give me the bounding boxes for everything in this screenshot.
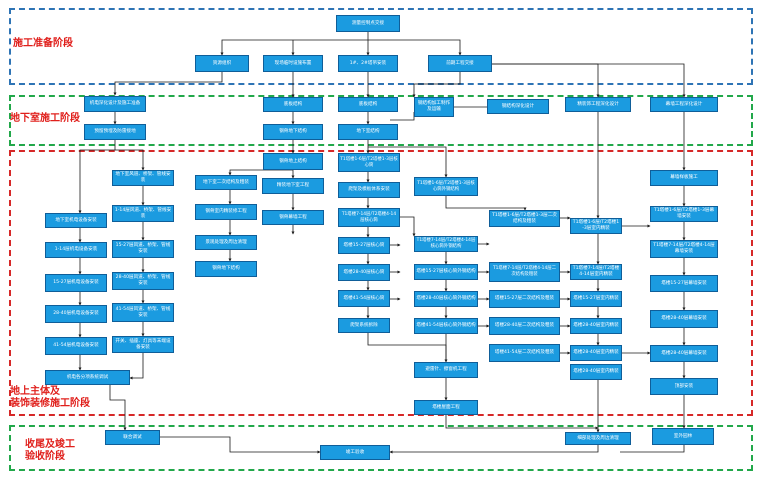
phase-frame-preparation [9,8,753,85]
node-detail-cleanup: 细部处理及周边清理 [565,432,631,445]
node-basement-structure: 地下室结构 [338,124,398,140]
node-basement-secondary: 地下室二次结构及粗装 [195,175,257,190]
node-steel-15-27: 塔楼15-27层核心筒外钢结构 [414,264,478,280]
node-curtain-7-14: T1塔楼7-14层/T2塔楼4-14层幕墙安装 [650,240,718,258]
node-equipment-1-14: 1-14层机电设备安装 [45,242,107,258]
node-basement-finish: 精装地下室工程 [262,178,324,194]
node-basement-equipment: 地下室机电设备安装 [45,213,107,228]
node-duct-28-40: 28-40层风道、桥架、管线安装 [112,272,174,290]
node-equipment-15-27: 15-27层机电设备安装 [45,274,107,292]
phase-label-closeout: 收尾及竣工 验收阶段 [25,439,75,463]
node-secondary-28-40: 塔楼28-40层二次结构及粗装 [489,317,560,335]
node-decor-41-54-b: 塔楼28-40层室内精装 [570,364,622,380]
node-duct-15-27: 15-27层风道、桥架、管线安装 [112,240,174,258]
node-climb-removal: 爬架系统拆除 [338,318,390,333]
node-decor-28-40: 塔楼28-40层室内精装 [570,318,622,334]
node-composite-decor: 钢骨室内精装修工程 [195,204,257,220]
node-curtain-15-27: 塔楼15-27层幕墙安装 [650,275,718,292]
node-composite-above-structure: 钢骨地上结构 [263,153,323,170]
node-joint-debug: 联合调试 [105,430,160,445]
node-survey-handover: 测量控制点交接 [336,15,400,32]
phase-label-preparation: 施工准备阶段 [13,38,73,49]
node-equipment-41-54: 41-54层机电设备安装 [45,337,107,355]
node-composite-basement-structure: 钢骨地下结构 [263,124,323,140]
node-equipment-28-40: 28-40层机电设备安装 [45,305,107,323]
node-core-28-40: 塔楼28-40层核心筒 [338,264,390,281]
node-mep-design: 机电深化设计及施工准备 [84,96,146,112]
node-secondary-7-14: T1塔楼7-14层/T2塔楼4-14层二次结构及粗装 [489,262,560,282]
node-duct-41-54: 41-54层风道、桥架、管线安装 [112,303,174,322]
node-landscape-cleanup: 景观处理及周边清理 [195,235,257,250]
node-steel-fabrication: 钢结构加工制作及运输 [414,97,454,117]
node-terminal-devices: 开关、插座、灯具等末端设备安装 [112,336,174,353]
phase-frame-basement [9,95,753,146]
phase-label-closeout-line1: 收尾及竣工 [25,439,75,450]
node-tower-roof: 塔楼屋面工程 [414,400,478,415]
node-decor-1-6: T1塔楼1-6层/T2塔楼1-3层室内精装 [570,218,622,234]
node-outdoor-garden: 室外园林 [652,428,714,445]
phase-label-basement: 地下室施工阶段 [10,113,80,124]
node-core-41-54: 塔楼41-54层核心筒 [338,290,390,307]
node-decoration-design: 精装饰工程深化设计 [565,97,631,112]
node-curtain-design: 幕墙工程深化设计 [650,97,718,112]
node-completion-acceptance: 竣工验收 [320,445,390,460]
node-top-installation: 顶部安装 [650,378,718,395]
node-basement-extra: 钢骨地下结构 [195,261,257,277]
node-embed-grounding: 预留预埋及防雷接地 [84,124,146,140]
node-composite-curtain: 钢骨幕墙工程 [262,210,324,225]
phase-label-superstructure-line2: 装饰装修施工阶段 [10,398,90,409]
node-mep-system-debug: 机电各分项系统调试 [45,370,130,385]
node-resource-org: 资源组织 [195,55,249,72]
phase-label-superstructure-line1: 地上主体及 [10,386,60,397]
node-secondary-1-6: T1塔楼1-6层/T2塔楼1-3层二次结构及粗装 [489,210,560,227]
node-steel-41-54: 塔楼41-54层核心筒外钢结构 [414,318,478,334]
node-decor-41-54: 塔楼28-40层室内精装 [570,345,622,361]
node-tower-crane: 1#、2#塔吊安装 [338,55,398,72]
node-curtain-1-6: T1塔楼1-6层/T2塔楼1-3层幕墙安装 [650,206,718,222]
node-decor-15-27: 塔楼15-27层室内精装 [570,291,622,307]
node-t1-core-1-6: T1塔楼1-6层/T2塔楼1-3层核心筒 [338,153,400,172]
node-site-facilities: 现场临时设施布置 [263,55,323,72]
phase-label-closeout-line2: 验收阶段 [25,451,65,462]
phase-frame-closeout [9,425,753,471]
node-secondary-15-27: 塔楼15-27层二次结构及粗装 [489,290,560,308]
phase-label-superstructure: 地上主体及 装饰装修施工阶段 [10,386,90,410]
node-curtain-28-40: 塔楼28-40层幕墙安装 [650,310,718,328]
node-core-15-27: 塔楼15-27层核心筒 [338,237,390,254]
node-steel-28-40: 塔楼28-40层核心筒外钢结构 [414,291,478,307]
node-steel-7-14: T1塔楼7-14层/T2塔楼4-14层核心筒外钢结构 [414,236,478,252]
node-decor-7-14: T1塔楼7-14层/T2塔楼4-14层室内精装 [570,264,622,280]
node-curtain-41-54: 塔楼28-40层幕墙安装 [650,345,718,362]
node-duct-1-14: 1-14层风道、桥架、管线安装 [112,205,174,222]
node-curtain-sample: 幕墙样板施工 [650,170,718,186]
node-lightning-window: 避雷针、擦窗机工程 [414,362,478,378]
node-steel-design: 钢结构深化设计 [487,99,549,114]
node-basement-duct: 地下室风道、桥架、管线安装 [112,170,174,186]
node-early-handover: 前期工程交接 [428,55,492,72]
node-base-slab-2: 底板结构 [338,97,398,112]
node-climb-formwork: 爬架及模板体系安装 [338,182,400,198]
node-core-7-14: T1塔楼7-14层/T2塔楼4-14层核心筒 [338,208,400,227]
node-t1-steel-1-6: T1塔楼1-6层/T2塔楼1-3层核心筒外钢结构 [414,177,478,196]
node-base-slab-1: 底板结构 [263,97,323,112]
node-secondary-41-54: 塔楼41-54层二次结构及粗装 [489,344,560,362]
